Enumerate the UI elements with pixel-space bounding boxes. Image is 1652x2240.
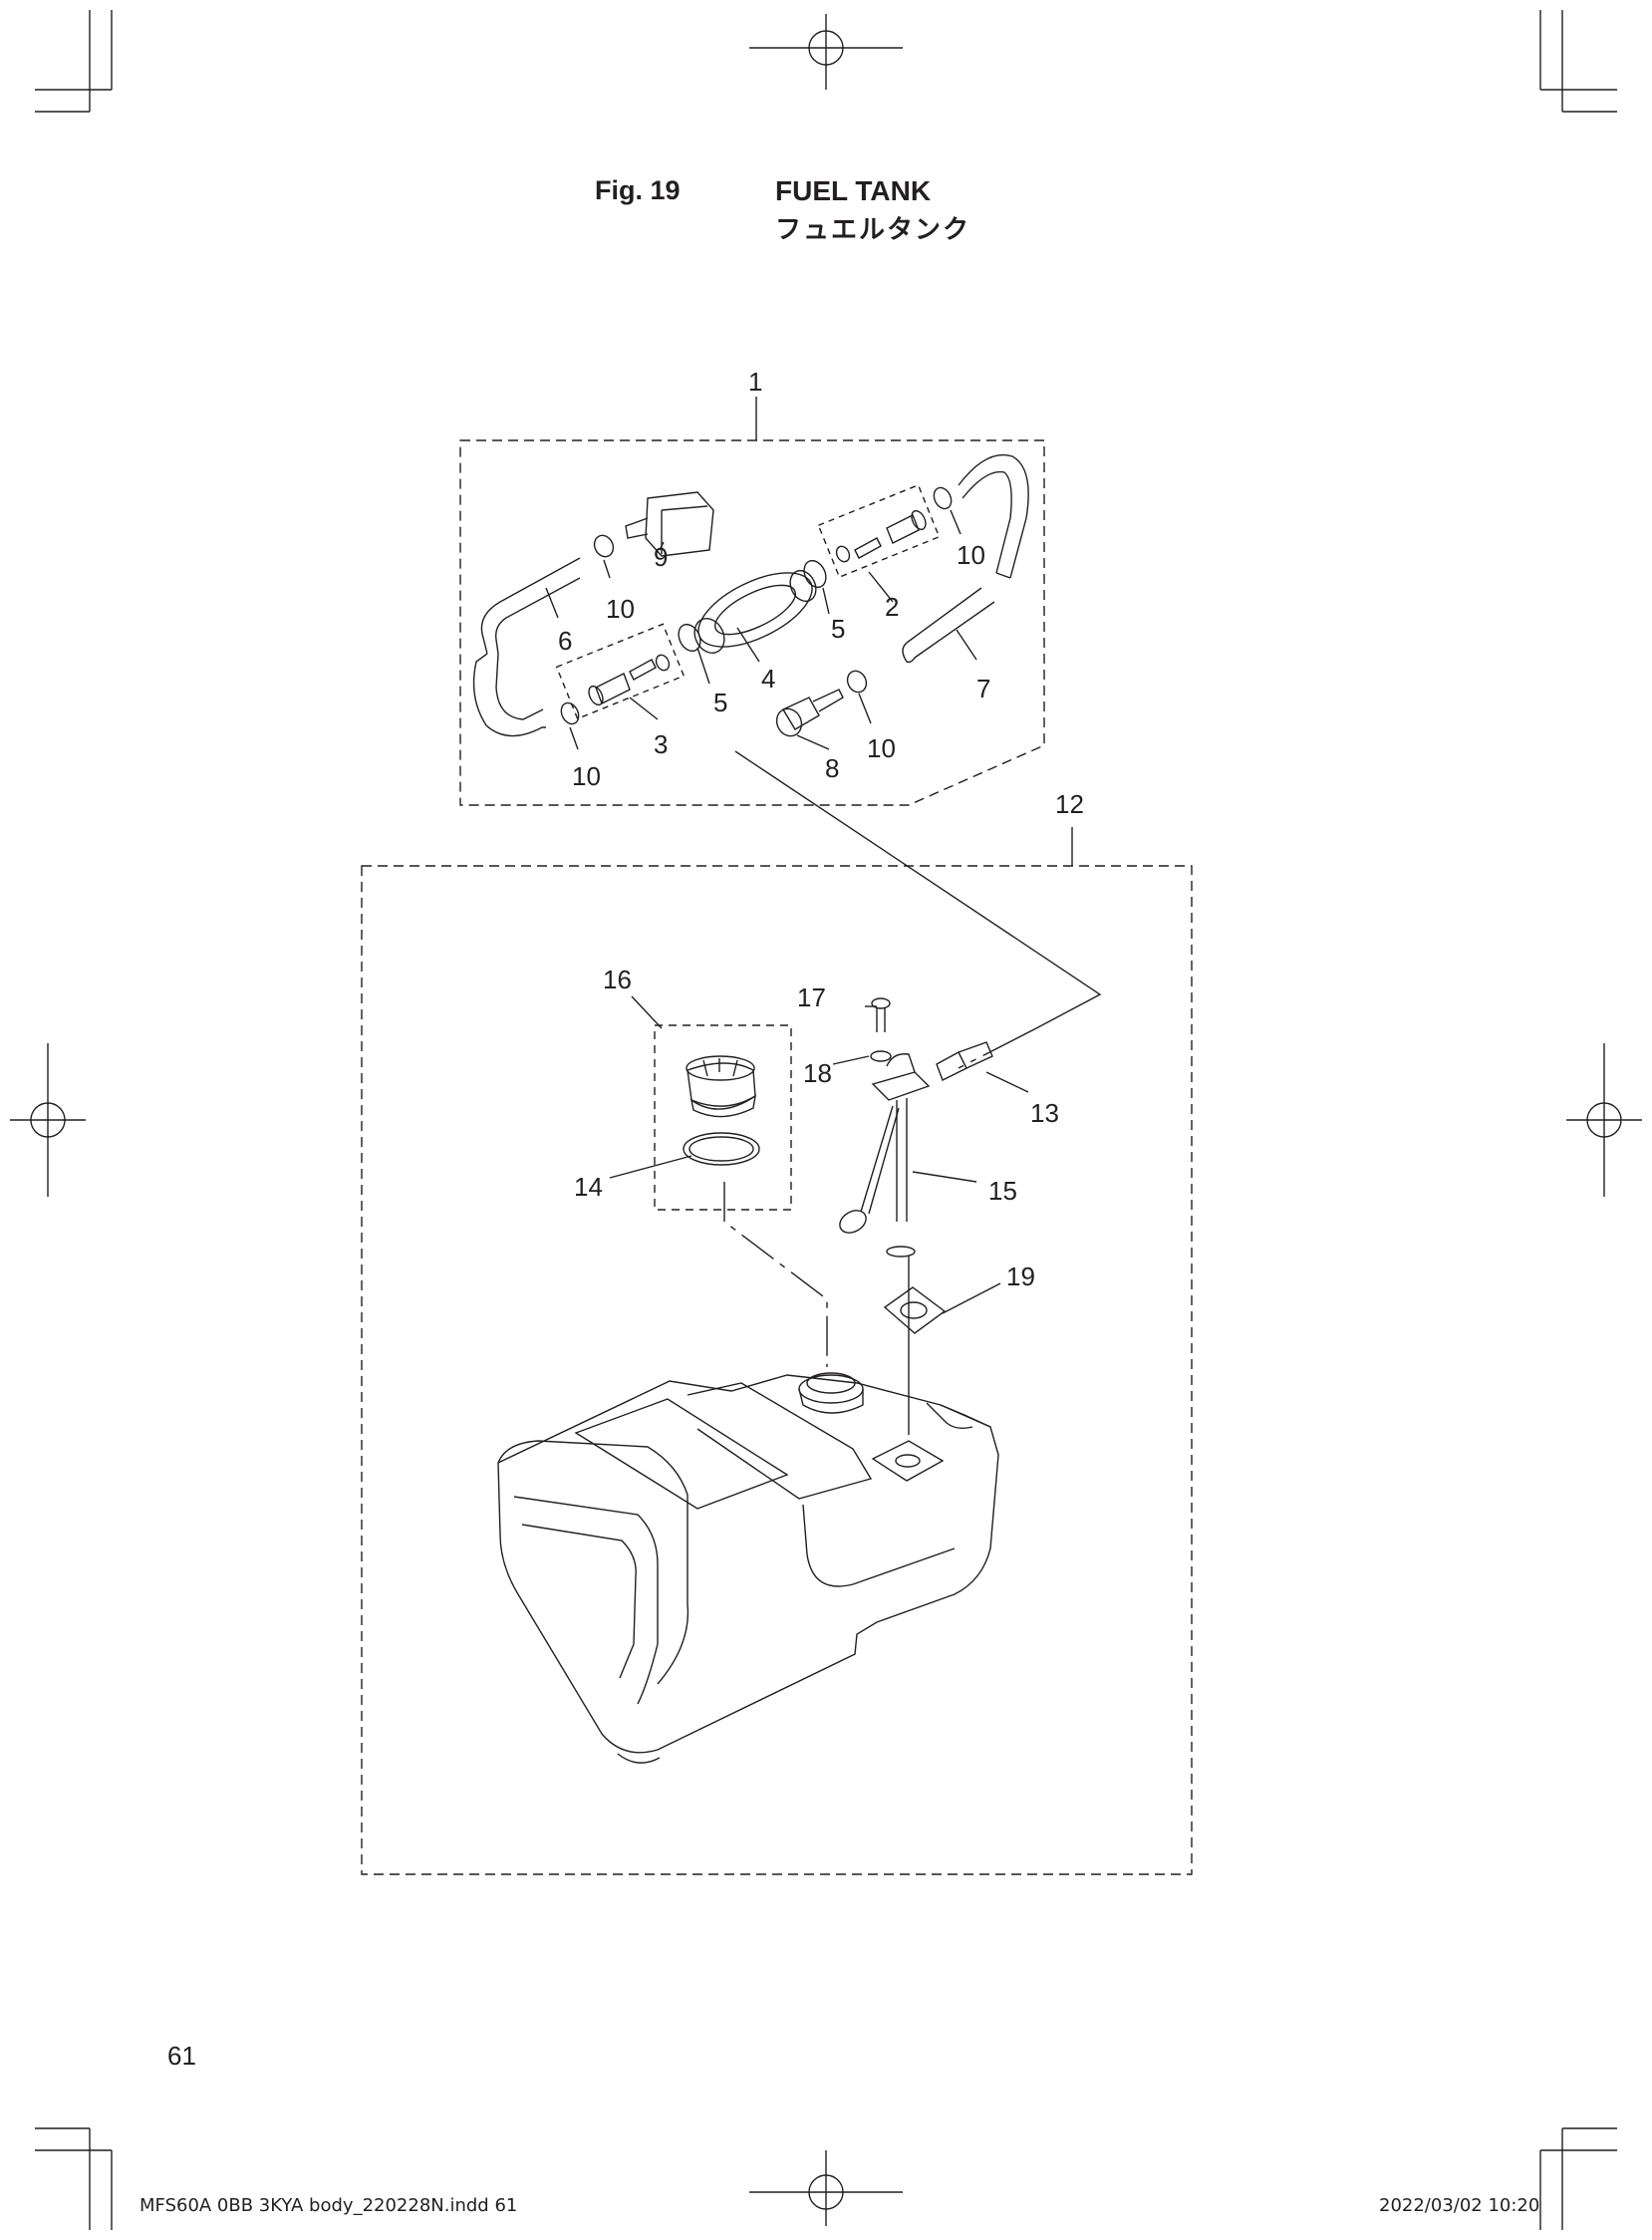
screw bbox=[871, 997, 891, 1032]
engine-connector bbox=[625, 491, 714, 557]
callout-5: 5 bbox=[713, 688, 727, 717]
callout-17: 17 bbox=[797, 982, 826, 1012]
callout-5: 5 bbox=[831, 614, 845, 644]
callout-10: 10 bbox=[606, 594, 635, 624]
connector-set-2-parts bbox=[835, 486, 953, 563]
routing-line bbox=[723, 1182, 828, 1367]
hose-clamp bbox=[846, 670, 868, 694]
figure-title-english: FUEL TANK bbox=[775, 175, 932, 206]
callout-14: 14 bbox=[574, 1172, 603, 1202]
routing-line bbox=[734, 750, 1102, 1029]
registration-mark-bottom bbox=[749, 2150, 903, 2226]
bulb-collar-right bbox=[803, 559, 827, 589]
washer bbox=[870, 1050, 892, 1062]
callout-10: 10 bbox=[867, 733, 896, 763]
callout-labels: 1 2 3 4 5 5 6 7 8 9 10 10 10 10 12 13 14… bbox=[558, 367, 1084, 1291]
callout-1: 1 bbox=[748, 367, 762, 397]
callout-10: 10 bbox=[572, 761, 601, 791]
tank-connector bbox=[936, 1041, 993, 1081]
callout-9: 9 bbox=[654, 542, 668, 572]
routing-line bbox=[958, 1027, 1037, 1069]
fuel-hose-top-right bbox=[958, 453, 1029, 579]
callout-10: 10 bbox=[957, 540, 985, 570]
hose-assembly-boundary bbox=[459, 439, 1045, 806]
primer-bulb bbox=[693, 569, 817, 655]
callout-2: 2 bbox=[885, 592, 899, 622]
figure-title-japanese: フュエルタンク bbox=[775, 215, 971, 245]
footer-file-name: MFS60A 0BB 3KYA body_220228N.indd 61 bbox=[139, 2195, 518, 2216]
fuel-hose-right bbox=[902, 587, 995, 664]
connector-set-3-parts bbox=[560, 654, 671, 725]
registration-mark-top bbox=[749, 14, 903, 90]
callout-7: 7 bbox=[976, 674, 990, 703]
hose-connector bbox=[775, 689, 844, 737]
filler-cap bbox=[686, 1055, 756, 1118]
callout-13: 13 bbox=[1030, 1098, 1059, 1128]
callout-15: 15 bbox=[988, 1176, 1017, 1206]
callout-18: 18 bbox=[803, 1058, 832, 1088]
o-ring bbox=[683, 1132, 760, 1166]
hose-clamp bbox=[593, 534, 615, 558]
figure-number: Fig. 19 bbox=[595, 175, 681, 205]
callout-12: 12 bbox=[1055, 789, 1084, 819]
callout-19: 19 bbox=[1006, 1261, 1035, 1291]
callout-6: 6 bbox=[558, 626, 572, 656]
bulb-collar-left bbox=[678, 623, 701, 653]
crop-marks bbox=[35, 10, 1617, 2230]
connector-set-boundary-2 bbox=[817, 483, 941, 579]
tank-assembly-boundary bbox=[361, 865, 1193, 1875]
footer-date-time: 2022/03/02 10:20 bbox=[1379, 2195, 1540, 2216]
registration-mark-left bbox=[10, 1043, 86, 1197]
fuel-gauge-pickup bbox=[839, 1053, 931, 1258]
callout-4: 4 bbox=[761, 664, 775, 694]
connector-set-boundary-3 bbox=[555, 623, 686, 720]
gasket bbox=[883, 1286, 947, 1334]
page-number: 61 bbox=[167, 2041, 196, 2071]
fuel-hose-left bbox=[472, 557, 581, 737]
leader-lines bbox=[545, 397, 1073, 1314]
callout-8: 8 bbox=[825, 753, 839, 783]
fuel-tank bbox=[497, 1372, 999, 1764]
callout-16: 16 bbox=[603, 965, 632, 994]
cap-group-boundary bbox=[654, 1024, 792, 1211]
callout-3: 3 bbox=[654, 729, 668, 759]
registration-mark-right bbox=[1566, 1043, 1642, 1197]
